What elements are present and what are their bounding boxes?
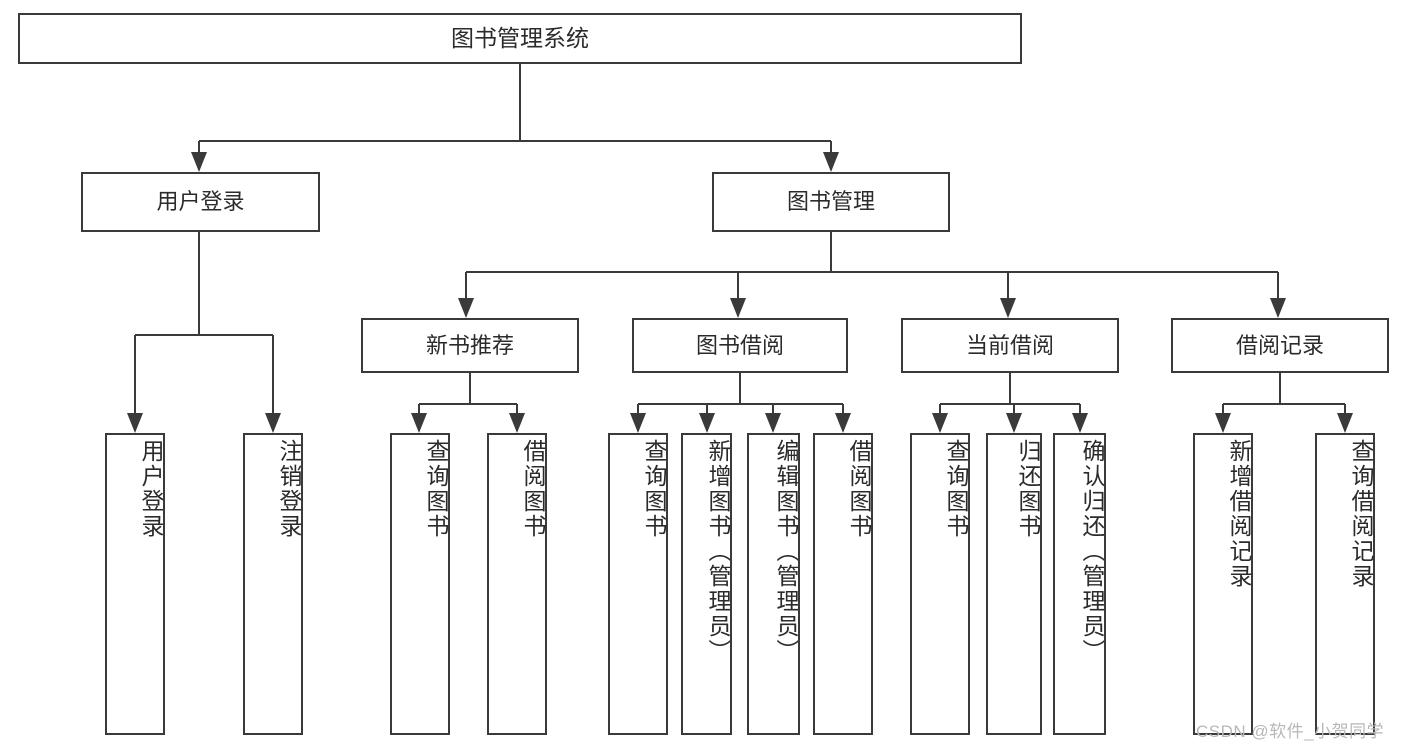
node-label-user-login: 用户登录 <box>156 189 245 215</box>
branch-book-borrow-arrowhead-0 <box>630 413 646 433</box>
node-leaf-query-3[interactable]: 查询图书 <box>910 433 970 735</box>
node-leaf-query-rec[interactable]: 查询借阅记录 <box>1315 433 1375 735</box>
branch-borrow-record-arrowhead-1 <box>1337 413 1353 433</box>
branch-current-borrow-arrowhead-2 <box>1072 413 1088 433</box>
branch-book-borrow-arrowhead-1 <box>699 413 715 433</box>
node-current-borrow[interactable]: 当前借阅 <box>901 318 1119 373</box>
watermark-text: CSDN @软件_小贺同学 <box>1196 722 1385 741</box>
branch-borrow-record-arrowhead-0 <box>1215 413 1231 433</box>
node-label-leaf-confirm: 确认归还（管理员） <box>1079 439 1105 664</box>
node-label-root: 图书管理系统 <box>451 24 589 51</box>
node-label-leaf-query-1: 查询图书 <box>423 439 449 539</box>
branch-current-borrow-arrowhead-0 <box>932 413 948 433</box>
node-label-new-book-rec: 新书推荐 <box>425 332 514 358</box>
node-leaf-logout[interactable]: 注销登录 <box>243 433 303 735</box>
node-label-book-manage: 图书管理 <box>786 189 875 215</box>
branch-user-login-arrowhead-0 <box>127 413 143 433</box>
node-label-leaf-query-3: 查询图书 <box>943 439 969 539</box>
node-borrow-record[interactable]: 借阅记录 <box>1171 318 1389 373</box>
node-leaf-confirm[interactable]: 确认归还（管理员） <box>1053 433 1106 735</box>
node-label-borrow-record: 借阅记录 <box>1235 332 1324 358</box>
node-leaf-user-login[interactable]: 用户登录 <box>105 433 165 735</box>
node-label-leaf-return: 归还图书 <box>1015 439 1041 539</box>
node-label-leaf-edit-book: 编辑图书（管理员） <box>773 439 799 664</box>
node-book-manage[interactable]: 图书管理 <box>712 172 950 232</box>
node-leaf-return[interactable]: 归还图书 <box>986 433 1042 735</box>
branch-book-borrow-arrowhead-2 <box>765 413 781 433</box>
node-leaf-query-1[interactable]: 查询图书 <box>390 433 450 735</box>
node-label-current-borrow: 当前借阅 <box>965 332 1054 358</box>
node-label-leaf-query-rec: 查询借阅记录 <box>1348 439 1374 589</box>
node-user-login[interactable]: 用户登录 <box>81 172 320 232</box>
branch-book-manage-arrowhead-0 <box>458 298 474 318</box>
branch-current-borrow-arrowhead-1 <box>1006 413 1022 433</box>
node-book-borrow[interactable]: 图书借阅 <box>632 318 848 373</box>
node-label-leaf-query-2: 查询图书 <box>641 439 667 539</box>
node-leaf-add-rec[interactable]: 新增借阅记录 <box>1193 433 1253 735</box>
node-label-book-borrow: 图书借阅 <box>695 332 784 358</box>
node-label-leaf-add-book: 新增图书（管理员） <box>705 439 731 664</box>
node-label-leaf-logout: 注销登录 <box>276 439 302 539</box>
branch-new-book-rec-arrowhead-0 <box>411 413 427 433</box>
node-new-book-rec[interactable]: 新书推荐 <box>361 318 579 373</box>
node-leaf-borrow-1[interactable]: 借阅图书 <box>487 433 547 735</box>
node-label-leaf-borrow-1: 借阅图书 <box>520 439 546 539</box>
branch-book-manage-arrowhead-2 <box>1000 298 1016 318</box>
branch-root-arrowhead-1 <box>823 152 839 172</box>
branch-book-manage-arrowhead-1 <box>730 298 746 318</box>
node-label-leaf-borrow-2: 借阅图书 <box>846 439 872 539</box>
branch-new-book-rec-arrowhead-1 <box>509 413 525 433</box>
node-label-leaf-user-login: 用户登录 <box>138 439 164 539</box>
node-label-leaf-add-rec: 新增借阅记录 <box>1226 439 1252 589</box>
branch-user-login-arrowhead-1 <box>265 413 281 433</box>
node-leaf-add-book[interactable]: 新增图书（管理员） <box>681 433 732 735</box>
branch-book-manage-arrowhead-3 <box>1270 298 1286 318</box>
node-leaf-edit-book[interactable]: 编辑图书（管理员） <box>747 433 800 735</box>
branch-book-borrow-arrowhead-3 <box>835 413 851 433</box>
branch-root-arrowhead-0 <box>191 152 207 172</box>
node-leaf-borrow-2[interactable]: 借阅图书 <box>813 433 873 735</box>
node-root[interactable]: 图书管理系统 <box>18 13 1022 64</box>
node-leaf-query-2[interactable]: 查询图书 <box>608 433 668 735</box>
